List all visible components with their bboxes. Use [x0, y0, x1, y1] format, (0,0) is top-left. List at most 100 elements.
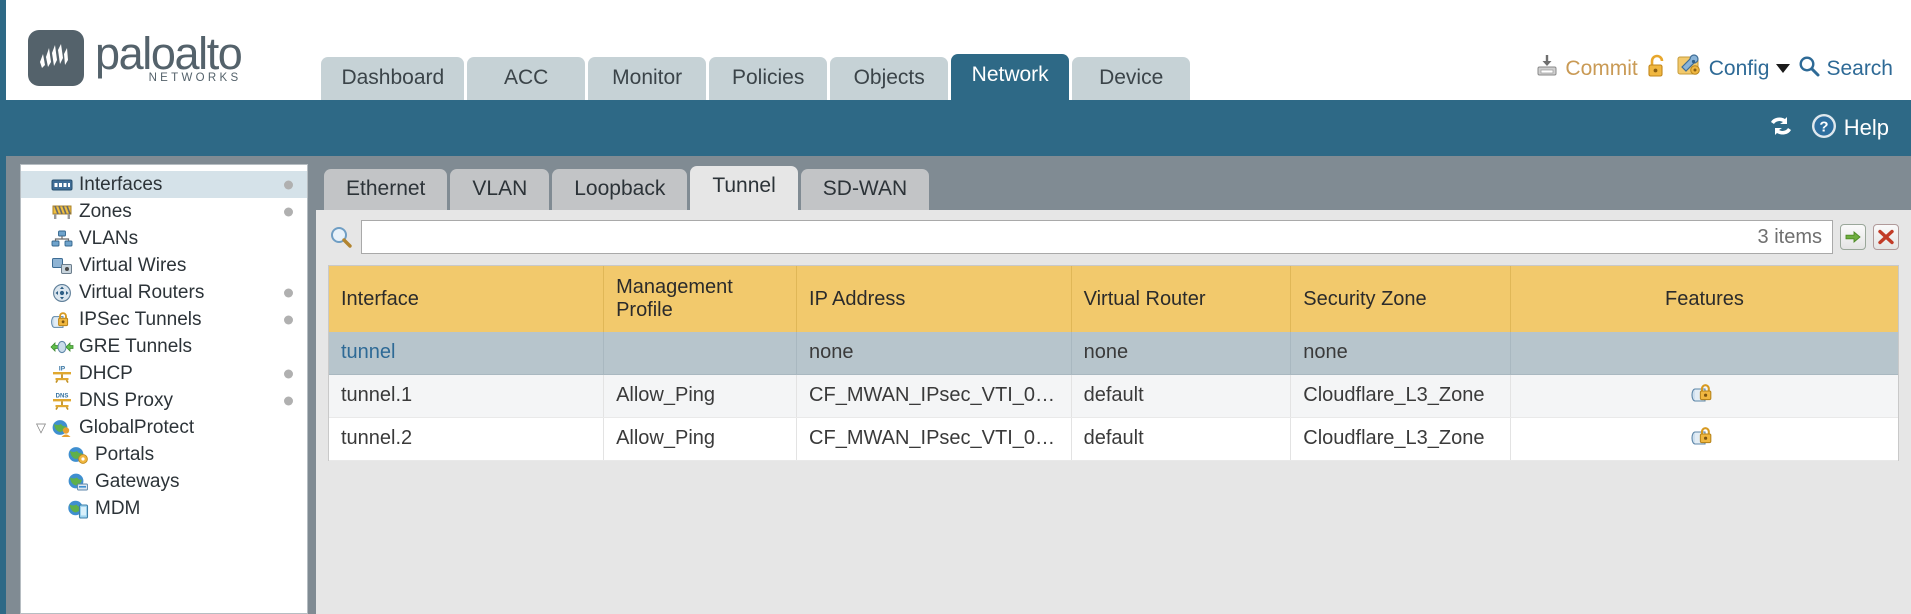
sidebar-item-label: Virtual Wires [79, 254, 187, 276]
sidebar-item-gre-tunnels[interactable]: GRE Tunnels [21, 333, 307, 360]
table-row[interactable]: tunnel none none none [329, 332, 1898, 375]
sidebar-item-interfaces[interactable]: Interfaces [21, 171, 307, 198]
cell-features [1510, 417, 1898, 461]
interface-type-tab-bar: Ethernet VLAN Loopback Tunnel SD-WAN [316, 164, 1911, 210]
sidebar-item-label: IPSec Tunnels [79, 308, 202, 330]
search-button[interactable]: Search [1797, 54, 1893, 83]
sidebar-item-virtual-wires[interactable]: Virtual Wires [21, 252, 307, 279]
commit-save-icon [1534, 53, 1560, 84]
tab-dashboard[interactable]: Dashboard [321, 57, 465, 100]
sidebar-item-virtual-routers[interactable]: Virtual Routers [21, 279, 307, 306]
filter-row: 3 items [328, 220, 1899, 254]
cell-management-profile: Allow_Ping [603, 417, 798, 461]
cell-virtual-router: none [1071, 332, 1292, 375]
cell-interface[interactable]: tunnel.1 [329, 374, 605, 418]
sidebar-item-label: DHCP [79, 362, 133, 384]
brand-name: paloalto [95, 28, 243, 80]
column-header-ip-address[interactable]: IP Address [796, 266, 1072, 332]
commit-label: Commit [1565, 56, 1638, 80]
table-header-row: Interface Management Profile IP Address … [329, 266, 1898, 332]
ipsec-tunnel-icon[interactable] [1690, 426, 1718, 446]
cell-interface[interactable]: tunnel [329, 332, 605, 375]
sidebar-item-ipsec-tunnels[interactable]: IPSec Tunnels [21, 306, 307, 333]
status-dot [284, 396, 293, 405]
tab-device[interactable]: Device [1072, 57, 1191, 100]
mdm-icon [65, 499, 91, 519]
status-dot [284, 315, 293, 324]
sidebar-item-label: DNS Proxy [79, 389, 173, 411]
help-button[interactable]: ? Help [1810, 112, 1889, 145]
cell-virtual-router: default [1071, 417, 1292, 461]
expander-triangle-icon[interactable]: ▽ [36, 419, 46, 435]
sidebar-item-mdm[interactable]: MDM [21, 495, 307, 522]
tab-ethernet[interactable]: Ethernet [324, 169, 448, 210]
sidebar-item-label: VLANs [79, 227, 139, 249]
help-question-icon: ? [1810, 112, 1838, 145]
cell-ip-address: CF_MWAN_IPsec_VTI_01_... [796, 374, 1072, 418]
tab-network[interactable]: Network [951, 54, 1070, 100]
cell-virtual-router: default [1071, 374, 1292, 418]
tab-monitor[interactable]: Monitor [588, 57, 707, 100]
cell-security-zone: none [1290, 332, 1511, 375]
brand-logo: paloalto NETWORKS [6, 28, 243, 100]
green-arrow-icon[interactable] [1840, 224, 1866, 250]
virtual-routers-icon [49, 283, 75, 303]
content-area: Ethernet VLAN Loopback Tunnel SD-WAN 3 i… [316, 156, 1911, 614]
sidebar-item-portals[interactable]: Portals [21, 441, 307, 468]
tab-vlan[interactable]: VLAN [450, 169, 550, 210]
sidebar-item-gateways[interactable]: Gateways [21, 468, 307, 495]
sidebar-item-dhcp[interactable]: IP DHCP [21, 360, 307, 387]
table-row[interactable]: tunnel.1 Allow_Ping CF_MWAN_IPsec_VTI_01… [329, 374, 1898, 418]
virtual-wires-icon [49, 257, 75, 275]
column-header-features[interactable]: Features [1510, 266, 1898, 332]
tab-sdwan[interactable]: SD-WAN [800, 169, 930, 210]
sidebar-item-globalprotect[interactable]: ▽ GlobalProtect [21, 414, 307, 441]
ipsec-tunnel-icon[interactable] [1690, 383, 1718, 403]
items-count-label: 3 items [1757, 225, 1822, 248]
status-dot [284, 207, 293, 216]
gre-tunnels-icon [49, 339, 75, 355]
cell-features [1510, 374, 1898, 418]
tunnel-panel: 3 items [316, 210, 1911, 614]
column-header-interface[interactable]: Interface [329, 266, 605, 332]
refresh-icon[interactable] [1766, 113, 1796, 144]
tab-objects[interactable]: Objects [830, 57, 949, 100]
main-tab-bar: Dashboard ACC Monitor Policies Objects N… [321, 54, 1191, 100]
config-label: Config [1708, 56, 1770, 80]
tab-tunnel[interactable]: Tunnel [690, 166, 798, 210]
dns-proxy-icon: DNS [49, 391, 75, 411]
column-header-virtual-router[interactable]: Virtual Router [1071, 266, 1292, 332]
sidebar-item-zones[interactable]: Zones [21, 198, 307, 225]
globalprotect-icon [49, 418, 75, 438]
red-x-icon[interactable] [1873, 224, 1899, 250]
column-header-security-zone[interactable]: Security Zone [1290, 266, 1511, 332]
sidebar-nav-list: Interfaces Zones [21, 171, 307, 522]
search-input[interactable]: 3 items [361, 220, 1833, 254]
sub-header-bar: ? Help [0, 100, 1911, 156]
commit-button[interactable]: Commit [1534, 53, 1638, 84]
sidebar-item-label: Gateways [95, 470, 180, 492]
table-row[interactable]: tunnel.2 Allow_Ping CF_MWAN_IPsec_VTI_02… [329, 417, 1898, 461]
sidebar-item-vlans[interactable]: VLANs [21, 225, 307, 252]
sidebar-item-dns-proxy[interactable]: DNS DNS Proxy [21, 387, 307, 414]
cell-interface[interactable]: tunnel.2 [329, 417, 605, 461]
status-dot [284, 369, 293, 378]
tab-policies[interactable]: Policies [709, 57, 828, 100]
tunnel-interfaces-table: Interface Management Profile IP Address … [328, 265, 1899, 461]
column-header-management-profile[interactable]: Management Profile [603, 266, 798, 332]
interfaces-icon [49, 177, 75, 193]
tab-acc[interactable]: ACC [467, 57, 586, 100]
tab-loopback[interactable]: Loopback [552, 169, 688, 210]
unlock-padlock-icon[interactable] [1645, 53, 1669, 84]
brand-tagline: NETWORKS [148, 72, 242, 85]
cell-security-zone: Cloudflare_L3_Zone [1290, 417, 1511, 461]
svg-text:IP: IP [59, 365, 66, 372]
header-actions: Commit Config [1516, 53, 1911, 100]
sidebar-item-label: Interfaces [79, 173, 163, 195]
magnifier-icon[interactable] [328, 224, 354, 250]
cell-ip-address: none [796, 332, 1072, 375]
help-label: Help [1843, 115, 1889, 140]
cell-features [1510, 332, 1898, 375]
svg-text:?: ? [1819, 118, 1828, 135]
config-menu[interactable]: Config [1676, 53, 1791, 84]
